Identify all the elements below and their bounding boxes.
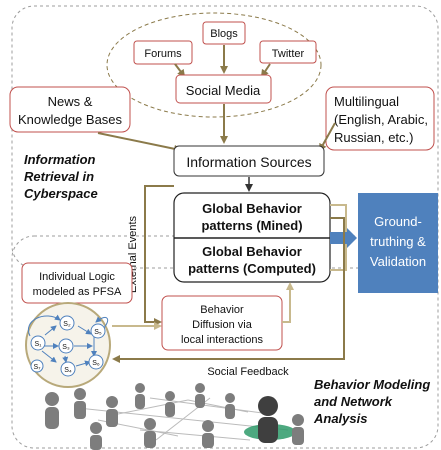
computed-loop xyxy=(330,244,347,271)
mined-loop xyxy=(330,204,347,232)
modeling-line3: Analysis xyxy=(313,411,367,426)
news-box xyxy=(9,86,131,133)
information-sources-box xyxy=(173,145,325,177)
social-media-box xyxy=(175,74,272,104)
multilingual-line3: Russian, etc.) xyxy=(334,130,413,145)
modeling-region xyxy=(11,235,439,449)
social-media-label: Social Media xyxy=(186,83,261,98)
modeling-line2: and Network xyxy=(314,394,393,409)
computed-line2: patterns (Computed) xyxy=(188,261,316,276)
pfsa-state-label: S₃ xyxy=(62,344,70,351)
social-media-cluster xyxy=(106,12,322,118)
pfsa-state-label: S₄ xyxy=(64,367,72,374)
social-feedback-label: Social Feedback xyxy=(207,366,289,378)
news-line2: Knowledge Bases xyxy=(18,112,123,127)
modeling-line1: Behavior Modeling xyxy=(314,377,430,392)
diffusion-to-computed-arrow xyxy=(282,282,294,323)
pfsa-state-label: S₁ xyxy=(34,341,42,348)
forums-box xyxy=(133,40,193,65)
multilingual-box xyxy=(325,86,435,151)
twitter-label: Twitter xyxy=(272,48,305,60)
social-feedback-arrow xyxy=(112,217,345,363)
forums-label: Forums xyxy=(144,48,182,60)
individual-logic-line2: modeled as PFSA xyxy=(33,286,122,298)
multilingual-line1: Multilingual xyxy=(334,94,399,109)
twitter-box xyxy=(259,40,317,64)
retrieval-line1: Information xyxy=(24,152,96,167)
external-events-arrow xyxy=(144,185,174,326)
mined-line1: Global Behavior xyxy=(202,201,302,216)
diffusion-line1: Behavior xyxy=(200,304,244,316)
mined-line2: patterns (Mined) xyxy=(201,218,302,233)
pfsa-state-label: S₇ xyxy=(33,364,41,371)
retrieval-line2: Retrieval in xyxy=(24,169,94,184)
validation-line2: truthing & xyxy=(370,234,426,249)
validation-line3: Validation xyxy=(370,254,426,269)
multilingual-line2: (English, Arabic, xyxy=(334,112,428,127)
blogs-label: Blogs xyxy=(210,28,238,40)
pfsa-state-label: S₅ xyxy=(94,329,102,336)
pfsa-state-label: S₂ xyxy=(63,321,71,328)
diffusion-line2: Diffusion via xyxy=(192,319,253,331)
retrieval-line3: Cyberspace xyxy=(24,186,98,201)
pfsa-state-label: S₆ xyxy=(92,360,100,367)
information-sources-label: Information Sources xyxy=(186,154,311,170)
computed-line1: Global Behavior xyxy=(202,244,302,259)
individual-logic-line1: Individual Logic xyxy=(39,271,115,283)
blogs-box xyxy=(202,21,246,45)
pfsa-states xyxy=(30,315,106,377)
validation-box xyxy=(358,193,438,293)
diffusion-line3: local interactions xyxy=(181,334,263,346)
validation-line1: Ground- xyxy=(374,214,422,229)
people-network-illustration xyxy=(45,383,304,450)
news-line1: News & xyxy=(48,94,93,109)
